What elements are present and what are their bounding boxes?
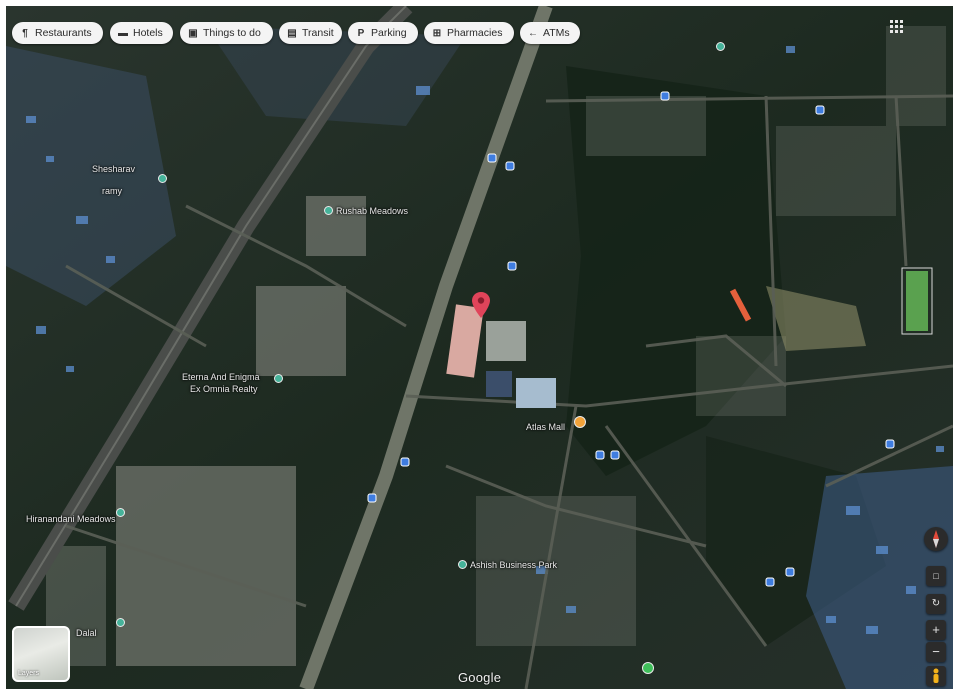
satellite-map[interactable] [6,6,953,689]
bed-icon: ▬ [118,27,128,39]
transit-markers [367,91,895,587]
blue-roofs [26,46,944,634]
main-road [299,6,553,689]
settlement-west [6,46,176,306]
chip-pharmacies[interactable]: ⊞ Pharmacies [424,22,514,44]
chip-label: Pharmacies [447,27,503,39]
chip-parking[interactable]: P Parking [348,22,418,44]
location-pin-icon[interactable] [472,292,490,318]
poi-marker[interactable] [458,560,467,569]
fork-knife-icon: ¶ [22,27,28,39]
rotate-button[interactable]: ↻ [926,594,946,614]
poi-marker[interactable] [116,508,125,517]
forest-area [566,66,786,476]
map-label: Dalal [76,628,97,638]
compass-icon[interactable] [924,527,948,551]
chip-label: Parking [371,27,407,39]
map-label: ramy [102,186,122,196]
chip-things-to-do[interactable]: ▣ Things to do [180,22,273,44]
green-poi-marker[interactable] [642,662,654,674]
sports-field [906,271,928,331]
atm-icon: ← [528,27,538,39]
map-label: Ex Omnia Realty [190,384,258,394]
chip-label: Restaurants [35,27,92,39]
google-logo: Google [458,670,502,685]
open-ground [766,286,866,351]
map-frame[interactable]: ¶ Restaurants ▬ Hotels ▣ Things to do ▤ Tran… [6,6,953,689]
parking-icon: P [357,27,365,39]
bus-icon: ▤ [287,27,297,39]
chip-label: Transit [302,27,334,39]
chip-hotels[interactable]: ▬ Hotels [110,22,173,44]
poi-marker[interactable] [116,618,125,627]
building-blue [516,378,556,408]
chip-label: Hotels [133,27,163,39]
map-label: Shesharav [92,164,136,174]
apps-grid-icon[interactable] [890,20,904,34]
chip-transit[interactable]: ▤ Transit [279,22,342,44]
camera-icon: ▣ [188,27,198,39]
poi-marker[interactable] [716,42,725,51]
map-label: Rushab Meadows [336,206,409,216]
building-grey [486,321,526,361]
map-label: Atlas Mall [526,422,566,432]
map-label: Ashish Business Park [470,560,558,570]
map-label: Eterna And Enigma [182,372,260,382]
chip-label: ATMs [543,27,570,39]
orange-roof [729,288,752,322]
map-label: Hiranandani Meadows [26,514,116,524]
zoom-out-button[interactable]: − [926,642,946,662]
layers-label: Layers [18,670,40,677]
layers-button[interactable]: Layers [12,626,70,682]
chip-restaurants[interactable]: ¶ Restaurants [12,22,103,44]
tilt-button[interactable]: □ [926,566,946,586]
chip-atms[interactable]: ← ATMs [520,22,580,44]
street-view-icon[interactable] [926,666,946,686]
poi-marker[interactable] [324,206,333,215]
streets [65,94,953,689]
poi-marker[interactable] [158,174,167,183]
orange-poi-marker[interactable] [574,416,586,428]
pharmacy-icon: ⊞ [432,27,442,39]
settlement-southeast [806,466,953,689]
poi-marker[interactable] [274,374,283,383]
chip-label: Things to do [203,27,261,39]
zoom-in-button[interactable]: + [926,620,946,640]
building-pink [446,304,484,378]
